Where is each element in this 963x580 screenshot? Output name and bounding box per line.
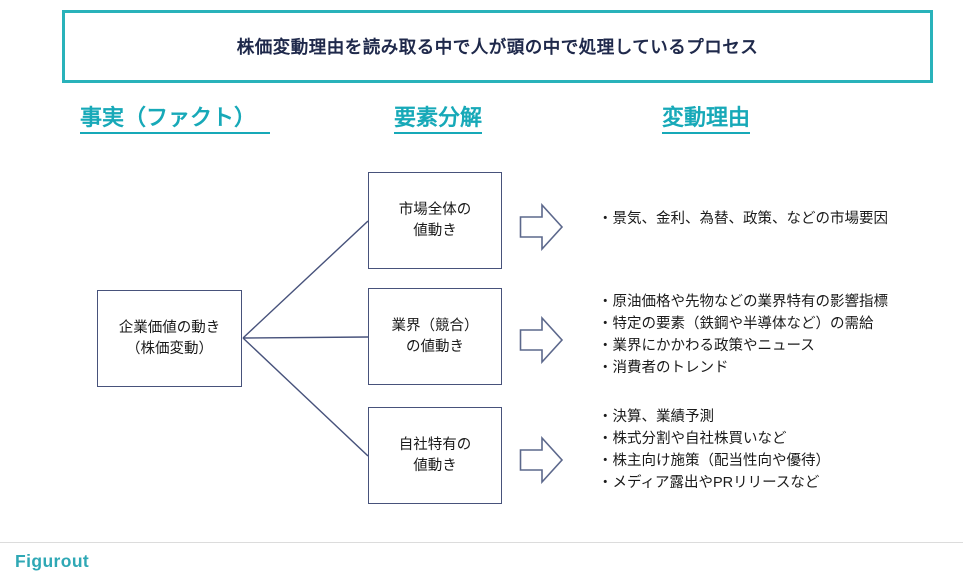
- list-item: ・株主向け施策（配当性向や優待）: [598, 453, 830, 469]
- factor-box-market: 市場全体の 値動き: [368, 172, 502, 269]
- factor-box-line1: 業界（競合）: [391, 317, 479, 334]
- connector-lines: [242, 220, 368, 457]
- list-item: ・原油価格や先物などの業界特有の影響指標: [598, 294, 888, 310]
- factor-box-line2: の値動き: [406, 338, 464, 355]
- factor-box-line1: 市場全体の: [398, 201, 472, 218]
- reason-list-industry: ・原油価格や先物などの業界特有の影響指標 ・特定の要素（鉄鋼や半導体など）の需給…: [598, 291, 888, 379]
- source-box-line2: （株価変動）: [126, 340, 213, 357]
- reason-list-market: ・景気、金利、為替、政策、などの市場要因: [598, 208, 888, 230]
- column-header-fact: 事実（ファクト）: [80, 105, 271, 135]
- figurout-logo: Figurout: [15, 551, 90, 571]
- right-block-arrow-icon: [519, 316, 564, 364]
- footer-divider: [0, 542, 963, 543]
- source-box-corporate-value: 企業価値の動き （株価変動）: [97, 290, 242, 387]
- reason-list-company: ・決算、業績予測 ・株式分割や自社株買いなど ・株主向け施策（配当性向や優待） …: [598, 406, 830, 494]
- list-item: ・決算、業績予測: [598, 409, 714, 425]
- title-banner: 株価変動理由を読み取る中で人が頭の中で処理しているプロセス: [62, 10, 933, 83]
- factor-box-line2: 値動き: [413, 222, 457, 239]
- page-title: 株価変動理由を読み取る中で人が頭の中で処理しているプロセス: [236, 37, 759, 57]
- list-item: ・業界にかかわる政策やニュース: [598, 338, 815, 354]
- factor-box-line2: 値動き: [413, 457, 457, 474]
- factor-box-industry: 業界（競合） の値動き: [368, 288, 502, 385]
- right-block-arrow-icon: [519, 203, 564, 251]
- factor-box-line1: 自社特有の: [398, 436, 472, 453]
- list-item: ・メディア露出やPRリリースなど: [598, 475, 820, 491]
- list-item: ・株式分割や自社株買いなど: [598, 431, 787, 447]
- list-item: ・景気、金利、為替、政策、などの市場要因: [598, 211, 888, 227]
- source-box-line1: 企業価値の動き: [118, 319, 221, 336]
- column-header-reason: 変動理由: [662, 105, 751, 135]
- list-item: ・消費者のトレンド: [598, 360, 729, 376]
- column-header-decomposition: 要素分解: [394, 105, 483, 135]
- list-item: ・特定の要素（鉄鋼や半導体など）の需給: [598, 316, 874, 332]
- factor-box-company: 自社特有の 値動き: [368, 407, 502, 504]
- right-block-arrow-icon: [519, 436, 564, 484]
